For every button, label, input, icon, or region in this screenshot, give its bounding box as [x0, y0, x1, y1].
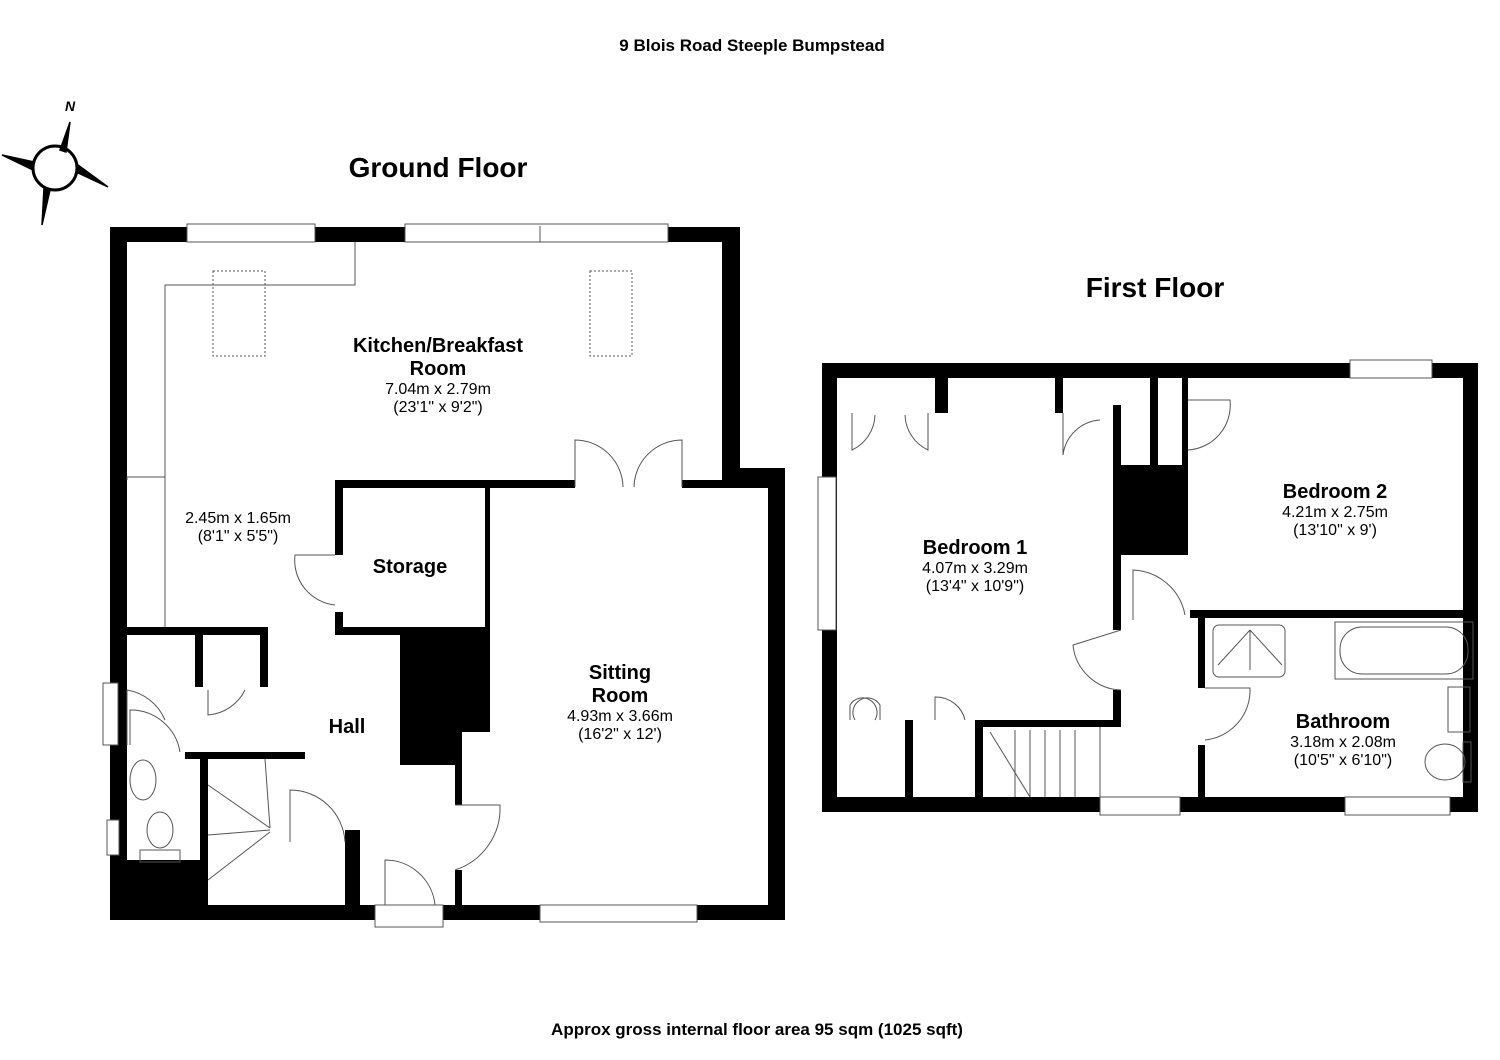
room-metric: 4.07m x 3.29m [922, 560, 1028, 577]
first-floor-label: First Floor [1085, 272, 1225, 303]
first-floor-fixtures [817, 359, 1474, 816]
room-metric: 4.93m x 3.66m [567, 708, 673, 725]
room-imperial: (10'5" x 6'10") [1293, 752, 1393, 770]
room-imperial: (16'2" x 12') [578, 726, 662, 744]
plan-title: 9 Blois Road Steeple Bumpstead [619, 36, 885, 55]
room-kitchen-annex: 2.45m x 1.65m (8'1" x 5'5") [185, 510, 291, 547]
room-name: Bathroom [1295, 711, 1391, 733]
compass-icon [1, 121, 109, 226]
room-name: Bedroom 1 [922, 537, 1028, 559]
room-name: Sitting [588, 662, 652, 684]
compass-north-label: N [64, 98, 76, 114]
room-metric: 7.04m x 2.79m [385, 381, 491, 398]
room-metric: 3.18m x 2.08m [1290, 734, 1396, 751]
ground-floor-fixtures [102, 223, 698, 928]
floor-area-footer: Approx gross internal floor area 95 sqm … [551, 1020, 963, 1039]
room-name-line2: Room [591, 685, 649, 707]
room-imperial: (13'10" x 9') [1293, 522, 1377, 540]
room-bedroom-1: Bedroom 1 4.07m x 3.29m (13'4" x 10'9") [922, 537, 1028, 597]
room-imperial: (8'1" x 5'5") [197, 528, 279, 546]
room-sitting: Sitting Room 4.93m x 3.66m (16'2" x 12') [567, 662, 673, 745]
ground-floor-label: Ground Floor [348, 152, 528, 183]
room-metric: 4.21m x 2.75m [1282, 504, 1388, 521]
room-name: Bedroom 2 [1282, 481, 1388, 503]
room-metric: 2.45m x 1.65m [185, 510, 291, 527]
ground-floor-walls [110, 227, 785, 920]
room-imperial: (13'4" x 10'9") [925, 578, 1025, 596]
room-bathroom: Bathroom 3.18m x 2.08m (10'5" x 6'10") [1290, 711, 1396, 771]
room-hall: Hall [328, 716, 366, 738]
room-kitchen-breakfast: Kitchen/Breakfast Room 7.04m x 2.79m (23… [353, 335, 523, 418]
room-imperial: (23'1" x 9'2") [393, 399, 483, 417]
room-name: Kitchen/Breakfast [352, 335, 524, 357]
room-name-line2: Room [409, 358, 467, 380]
room-bedroom-2: Bedroom 2 4.21m x 2.75m (13'10" x 9') [1282, 481, 1388, 541]
room-storage: Storage [372, 556, 448, 578]
